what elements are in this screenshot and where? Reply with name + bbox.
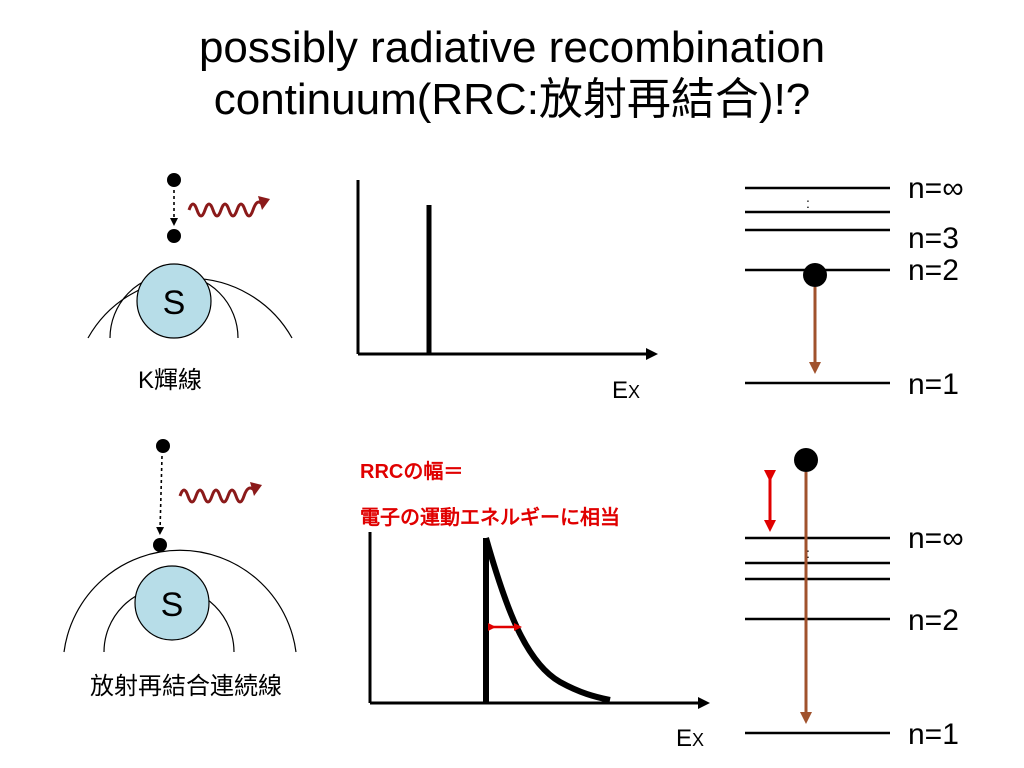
title-line-1: possibly radiative recombination [198, 23, 826, 72]
level-label-1: n=1 [908, 368, 959, 401]
top-atom: S [87, 173, 293, 339]
photon-arrowhead [258, 196, 270, 210]
capture-dotted-arrow [156, 455, 165, 535]
top-energy-levels: : n=∞ n=3 n=2 n=1 [745, 172, 964, 401]
level-ellipsis: : [806, 545, 810, 561]
free-electron [794, 448, 818, 472]
level-label-inf: n=∞ [908, 172, 964, 205]
outer-shell [63, 549, 297, 653]
bottom-atom: S [63, 439, 297, 653]
photon-wave [187, 200, 264, 218]
axis-label-main: E [676, 725, 692, 752]
photon-wave [178, 486, 256, 504]
bottom-energy-levels: : n=∞ n=2 n=1 [745, 448, 964, 751]
level-label-1: n=1 [908, 718, 959, 751]
bottom-spectrum: EX [368, 532, 710, 752]
axis-label-main: E [612, 377, 628, 404]
electron-captured [153, 538, 167, 552]
level-ellipsis: : [806, 195, 810, 211]
level-label-2: n=2 [908, 254, 959, 287]
nucleus-label: S [161, 586, 184, 624]
photon-arrowhead [250, 482, 262, 496]
level-label-2: n=2 [908, 604, 959, 637]
axis-label: EX [612, 377, 640, 404]
top-spectrum: EX [356, 180, 658, 404]
rrc-caption: 放射再結合連続線 [90, 673, 282, 700]
rrc-continuum-curve [483, 537, 611, 703]
k-line-caption: K輝線 [138, 367, 202, 394]
x-axis-arrowhead [646, 348, 658, 360]
axis-label: EX [676, 725, 704, 752]
axis-label-sub: X [692, 730, 704, 750]
level-label-3: n=3 [908, 222, 959, 255]
nucleus [134, 565, 210, 641]
rrc-width-annotation-1: RRCの幅＝ [360, 460, 463, 483]
level-label-inf: n=∞ [908, 522, 964, 555]
x-axis-arrowhead [698, 697, 710, 709]
electron-outer [167, 173, 181, 187]
rrc-width-annotation-2: 電子の運動エネルギーに相当 [360, 505, 620, 529]
electron-inner [167, 229, 181, 243]
slide-title: possibly radiative recombination continu… [0, 22, 1024, 126]
electron-free [156, 439, 170, 453]
nucleus-label: S [163, 284, 186, 322]
axis-label-sub: X [628, 382, 640, 402]
electron [803, 263, 827, 287]
nucleus [136, 263, 212, 339]
title-line-2: continuum(RRC:放射再結合)!? [213, 75, 811, 124]
